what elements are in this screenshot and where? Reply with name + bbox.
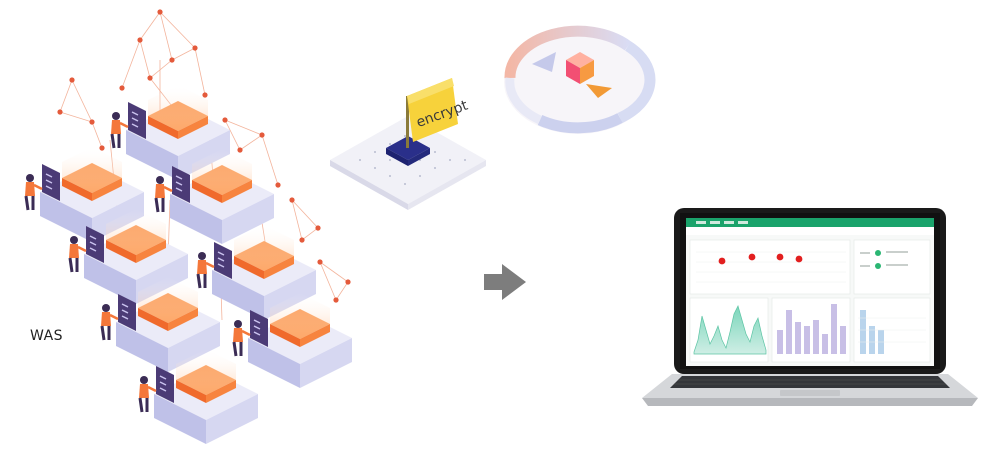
scatter-points (718, 253, 803, 265)
server-cluster-label: WAS (30, 328, 64, 344)
server-cluster-illustration (23, 9, 354, 446)
right-arrow-icon (484, 264, 526, 300)
processing-cycle-icon (504, 25, 656, 134)
encrypt-flag-pad-icon: encrypt (330, 78, 486, 210)
laptop-dashboard-icon (642, 208, 978, 406)
